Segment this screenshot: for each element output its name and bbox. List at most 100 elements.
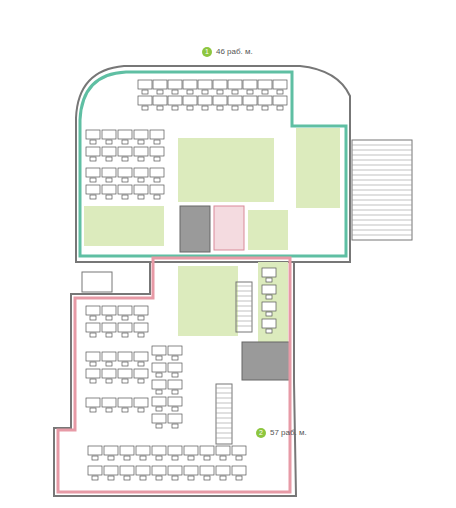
desk bbox=[168, 466, 182, 475]
desk bbox=[136, 446, 150, 455]
desk bbox=[216, 466, 230, 475]
desk bbox=[102, 306, 116, 315]
desk bbox=[118, 147, 132, 156]
desk bbox=[172, 390, 178, 394]
desk bbox=[140, 456, 146, 460]
restrooms bbox=[214, 206, 244, 250]
desk bbox=[156, 356, 162, 360]
desk bbox=[134, 323, 148, 332]
stair-steps bbox=[216, 145, 412, 438]
desk bbox=[134, 168, 148, 177]
desk bbox=[216, 446, 230, 455]
desk bbox=[134, 306, 148, 315]
desk bbox=[138, 96, 152, 105]
desk bbox=[184, 446, 198, 455]
desk bbox=[266, 295, 272, 299]
desk bbox=[156, 407, 162, 411]
stairs bbox=[82, 140, 412, 444]
desk bbox=[86, 147, 100, 156]
desk bbox=[168, 414, 182, 423]
desk bbox=[156, 456, 162, 460]
desk bbox=[168, 346, 182, 355]
desk bbox=[120, 466, 134, 475]
desk bbox=[118, 185, 132, 194]
desk bbox=[86, 352, 100, 361]
callout-number: 2 bbox=[256, 428, 266, 438]
desk bbox=[142, 106, 148, 110]
desk bbox=[134, 369, 148, 378]
desk bbox=[122, 195, 128, 199]
desk bbox=[153, 96, 167, 105]
desk bbox=[184, 466, 198, 475]
desk bbox=[266, 312, 272, 316]
desk bbox=[86, 369, 100, 378]
desk bbox=[106, 157, 112, 161]
desk bbox=[266, 278, 272, 282]
desk bbox=[172, 476, 178, 480]
desk bbox=[262, 285, 276, 294]
desk bbox=[124, 456, 130, 460]
desk bbox=[262, 106, 268, 110]
desk bbox=[140, 476, 146, 480]
desk bbox=[153, 80, 167, 89]
desk bbox=[118, 168, 132, 177]
desk bbox=[150, 168, 164, 177]
green-areas bbox=[84, 128, 340, 342]
desk bbox=[243, 80, 257, 89]
meeting-rooms bbox=[180, 206, 290, 380]
desk bbox=[172, 356, 178, 360]
desk bbox=[122, 362, 128, 366]
desk bbox=[168, 380, 182, 389]
desk bbox=[213, 96, 227, 105]
desk bbox=[86, 398, 100, 407]
desk bbox=[156, 476, 162, 480]
desk bbox=[134, 352, 148, 361]
desk bbox=[154, 157, 160, 161]
desk bbox=[247, 90, 253, 94]
callout-number: 1 bbox=[202, 47, 212, 57]
desk bbox=[102, 323, 116, 332]
desk bbox=[220, 476, 226, 480]
desk bbox=[86, 306, 100, 315]
desk bbox=[102, 168, 116, 177]
desk bbox=[200, 446, 214, 455]
desk bbox=[220, 456, 226, 460]
desk bbox=[152, 380, 166, 389]
desk bbox=[108, 456, 114, 460]
desk bbox=[228, 96, 242, 105]
desk bbox=[198, 80, 212, 89]
desk bbox=[183, 96, 197, 105]
desk bbox=[122, 316, 128, 320]
desk bbox=[104, 446, 118, 455]
desk bbox=[138, 379, 144, 383]
desk bbox=[168, 96, 182, 105]
desk bbox=[172, 90, 178, 94]
desk bbox=[150, 185, 164, 194]
desk bbox=[156, 424, 162, 428]
desk bbox=[150, 147, 164, 156]
desk bbox=[118, 352, 132, 361]
desks bbox=[86, 80, 287, 480]
desk bbox=[90, 195, 96, 199]
desk bbox=[138, 316, 144, 320]
desk bbox=[122, 379, 128, 383]
seat-count: 46 раб. м. bbox=[216, 47, 253, 57]
desk bbox=[152, 446, 166, 455]
desk bbox=[138, 408, 144, 412]
desk bbox=[138, 195, 144, 199]
desk bbox=[102, 398, 116, 407]
desk bbox=[134, 185, 148, 194]
desk bbox=[247, 106, 253, 110]
desk bbox=[102, 130, 116, 139]
desk bbox=[138, 333, 144, 337]
desk bbox=[90, 362, 96, 366]
desk bbox=[168, 363, 182, 372]
desk bbox=[88, 446, 102, 455]
desk bbox=[152, 466, 166, 475]
desk bbox=[136, 466, 150, 475]
desk bbox=[204, 456, 210, 460]
desk bbox=[232, 90, 238, 94]
desk bbox=[118, 398, 132, 407]
desk bbox=[154, 178, 160, 182]
